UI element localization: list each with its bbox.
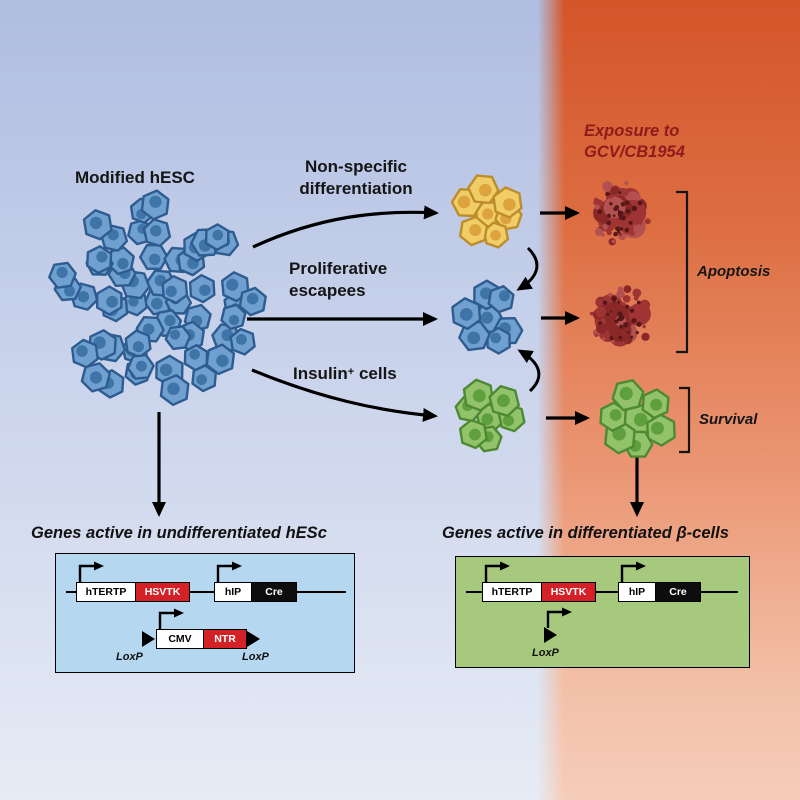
loxp-label: LoxP xyxy=(242,651,269,663)
loxp-label: LoxP xyxy=(116,651,143,663)
hesc-colony-illustration xyxy=(48,189,267,407)
escapee-cell-cluster xyxy=(451,279,524,355)
promoter-arrow-icon xyxy=(78,561,104,582)
arrow-escape-from-yellow xyxy=(516,246,539,291)
gene-cre: Cre xyxy=(251,582,297,602)
survival-bracket xyxy=(679,386,691,454)
arrow-nonspecific-differentiation xyxy=(252,205,439,249)
gene-cre: Cre xyxy=(655,582,701,602)
promoter-arrow-icon xyxy=(216,561,242,582)
arrows xyxy=(152,205,644,517)
surviving-cell-cluster xyxy=(599,379,676,458)
modified-hesc-label: Modified hESC xyxy=(75,168,195,187)
loxp-site-icon xyxy=(544,627,557,643)
right-construct-box: hTERTP HSVTK hIP Cre LoxP xyxy=(455,556,750,668)
insulin-label-text: Insulin xyxy=(293,364,348,383)
left-box-title: Genes active in undifferentiated hESc xyxy=(31,524,327,542)
promoter-arrow-icon xyxy=(620,561,646,582)
insulin-plus-superscript: + xyxy=(347,366,355,378)
gene-htertp: hTERTP xyxy=(76,582,136,602)
gene-htertp: hTERTP xyxy=(482,582,542,602)
dna-backbone-line xyxy=(66,591,346,593)
dna-backbone-line xyxy=(466,591,738,593)
arrow-insulin-cells xyxy=(251,368,438,422)
gene-cmv: CMV xyxy=(156,629,204,649)
apoptotic-cluster-middle xyxy=(589,285,651,347)
arrow-escape-from-green xyxy=(517,349,541,393)
loxp-label: LoxP xyxy=(532,647,559,659)
promoter-arrow-icon xyxy=(158,608,184,629)
gene-hsvtk: HSVTK xyxy=(541,582,596,602)
apoptosis-label: Apoptosis xyxy=(697,263,771,280)
proliferative-label: Proliferative escapees xyxy=(289,258,387,302)
loxp-site-icon xyxy=(142,631,155,647)
apoptosis-bracket xyxy=(676,190,689,354)
loxp-site-icon xyxy=(247,631,260,647)
right-box-title: Genes active in differentiated β-cells xyxy=(442,524,729,542)
apoptotic-cluster-top xyxy=(592,181,651,246)
promoter-arrow-icon xyxy=(546,607,572,628)
nonspecific-label-line1: Non-specific xyxy=(304,157,408,176)
nonspecific-label: Non-specific differentiation xyxy=(278,156,434,200)
gene-hip: hIP xyxy=(618,582,656,602)
exposure-label-line2: GCV/CB1954 xyxy=(584,143,685,161)
exposure-label-line1: Exposure to xyxy=(584,122,680,140)
gene-hip: hIP xyxy=(214,582,252,602)
insulin-label-suffix: cells xyxy=(354,364,397,383)
insulin-cell-cluster xyxy=(454,378,526,453)
nonspecific-label-line2: differentiation xyxy=(299,179,413,198)
gene-ntr: NTR xyxy=(203,629,247,649)
proliferative-label-line1: Proliferative xyxy=(289,259,388,278)
promoter-arrow-icon xyxy=(484,561,510,582)
left-construct-box: hTERTP HSVTK hIP Cre CMV NTR LoxP LoxP xyxy=(55,553,355,673)
insulin-label: Insulin+ cells xyxy=(293,361,397,385)
exposure-label: Exposure to GCV/CB1954 xyxy=(584,121,685,163)
proliferative-label-line2: escapees xyxy=(289,281,366,300)
nonspecific-cell-cluster xyxy=(450,174,523,249)
survival-label: Survival xyxy=(699,411,758,428)
gene-hsvtk: HSVTK xyxy=(135,582,190,602)
